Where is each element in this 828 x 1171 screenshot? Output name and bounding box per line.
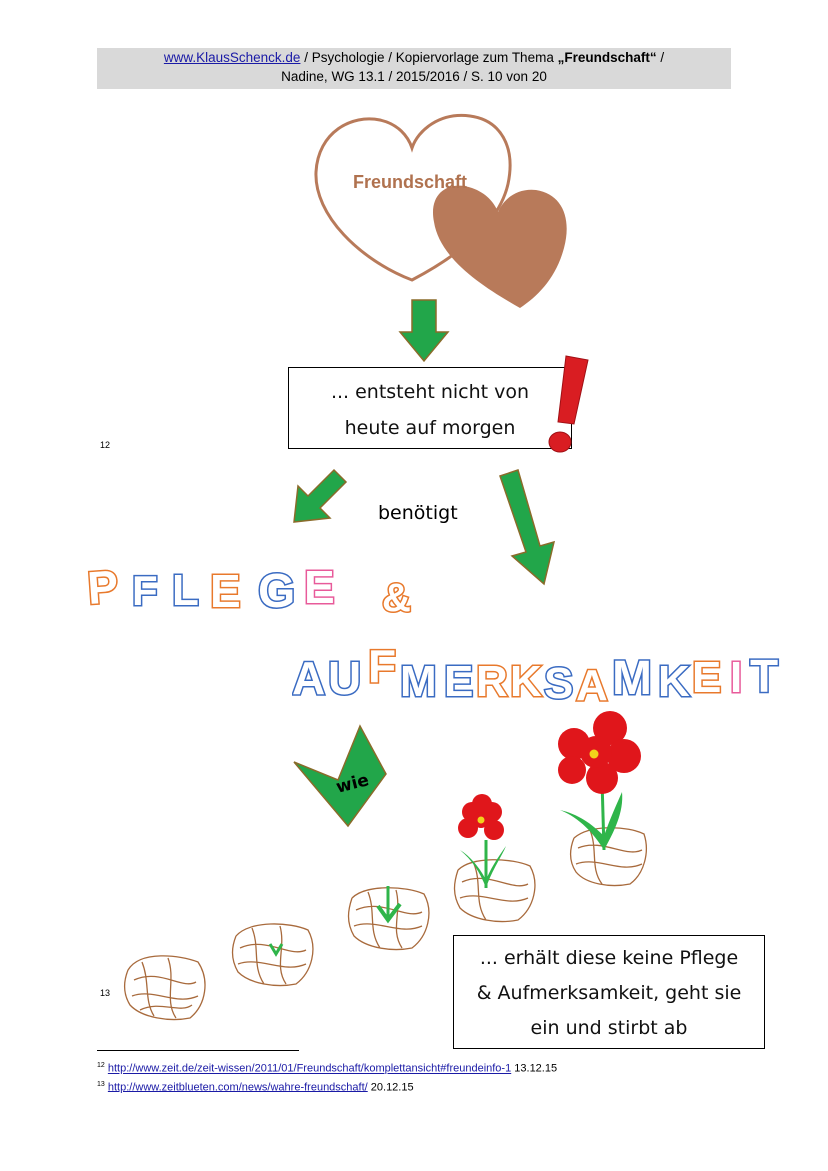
header-line1-rest: / Psychologie / Kopiervorlage zum Thema: [300, 50, 558, 65]
arrow-down-right-icon: [499, 469, 556, 586]
exclamation-icon: [548, 355, 589, 453]
filled-heart: [432, 185, 567, 308]
box2-line2: & Aufmerksamkeit, geht sie: [476, 982, 742, 1004]
letter-u: U: [328, 652, 361, 704]
letter-p: P: [86, 560, 120, 614]
letter-e: E: [210, 565, 241, 617]
footnote-13-date: 20.12.15: [367, 1081, 414, 1094]
footnote-12-num: 12: [97, 1062, 105, 1069]
header-line-2: Nadine, WG 13.1 / 2015/2016 / S. 10 von …: [281, 69, 547, 84]
footnote-13-num: 13: [97, 1080, 105, 1088]
letter-f: F: [132, 567, 158, 614]
letter-a: A: [292, 652, 325, 704]
letter-a2: A: [576, 661, 608, 710]
footnote-13-link[interactable]: http://www.zeitblueten.com/news/wahre-fr…: [107, 1081, 368, 1094]
word-pflege: P F L E G E &: [84, 558, 412, 621]
page-header: www.KlausSchenck.de / Psychologie / Kopi…: [97, 48, 731, 89]
ampersand: &: [382, 576, 411, 620]
soil-1: [123, 955, 206, 1021]
footnotes: 12 http://www.zeit.de/zeit-wissen/2011/0…: [97, 1058, 557, 1095]
flower-large: [558, 711, 641, 851]
box2-line1: ... erhält diese keine Pflege: [479, 947, 739, 969]
info-box-1: ... entsteht nicht von heute auf morgen: [288, 367, 572, 449]
header-topic: „Freundschaft“: [557, 50, 657, 65]
footnote-marker-13: 13: [100, 988, 111, 998]
letter-k2: K: [658, 657, 690, 706]
footnote-12-link[interactable]: http://www.zeit.de/zeit-wissen/2011/01/F…: [107, 1062, 512, 1075]
hearts-graphic: [314, 113, 567, 308]
soil-3: [347, 886, 430, 951]
plant-growth-graphic: [123, 711, 647, 1021]
letter-e: E: [444, 657, 473, 706]
letter-e3: E: [692, 653, 721, 702]
letter-g: G: [258, 565, 295, 618]
arrow-down-icon: [398, 299, 450, 363]
soil-5: [569, 827, 647, 887]
letter-f: F: [368, 640, 396, 692]
box1-line2: heute auf morgen: [344, 417, 516, 439]
flower-small: [458, 794, 506, 888]
header-line-1: www.KlausSchenck.de / Psychologie / Kopi…: [97, 48, 731, 67]
needs-label: benötigt: [378, 502, 458, 524]
word-aufmerksamkeit: A U F M E R K S A M K E I T: [292, 640, 780, 710]
outline-heart: [314, 113, 512, 282]
header-line1-end: /: [656, 50, 665, 65]
letter-m2: M: [612, 652, 652, 705]
wie-chevron-icon: [293, 724, 387, 828]
letter-i: I: [730, 653, 742, 702]
soil-2: [231, 923, 314, 987]
soil-4: [453, 859, 536, 923]
heart-label: Freundschaft: [352, 172, 467, 192]
letter-t: T: [750, 650, 778, 702]
letter-l: L: [172, 566, 199, 615]
footnote-12-date: 13.12.15: [511, 1062, 558, 1075]
box2-line3: ein und stirbt ab: [530, 1017, 688, 1039]
letter-m: M: [400, 657, 437, 706]
box1-line1: ... entsteht nicht von: [330, 381, 530, 403]
arrow-down-left-icon: [293, 468, 348, 523]
info-box-2: ... erhält diese keine Pflege & Aufmerks…: [453, 935, 765, 1049]
footnote-rule: [97, 1050, 299, 1051]
footnote-marker-12: 12: [100, 440, 111, 450]
letter-r: R: [476, 657, 508, 706]
footnote-12: 12 http://www.zeit.de/zeit-wissen/2011/0…: [97, 1058, 557, 1077]
letter-s: S: [544, 659, 573, 708]
letter-e2: E: [304, 561, 335, 613]
footnote-13: 13 http://www.zeitblueten.com/news/wahre…: [97, 1077, 557, 1096]
letter-k: K: [510, 657, 542, 706]
header-link[interactable]: www.KlausSchenck.de: [163, 50, 301, 65]
